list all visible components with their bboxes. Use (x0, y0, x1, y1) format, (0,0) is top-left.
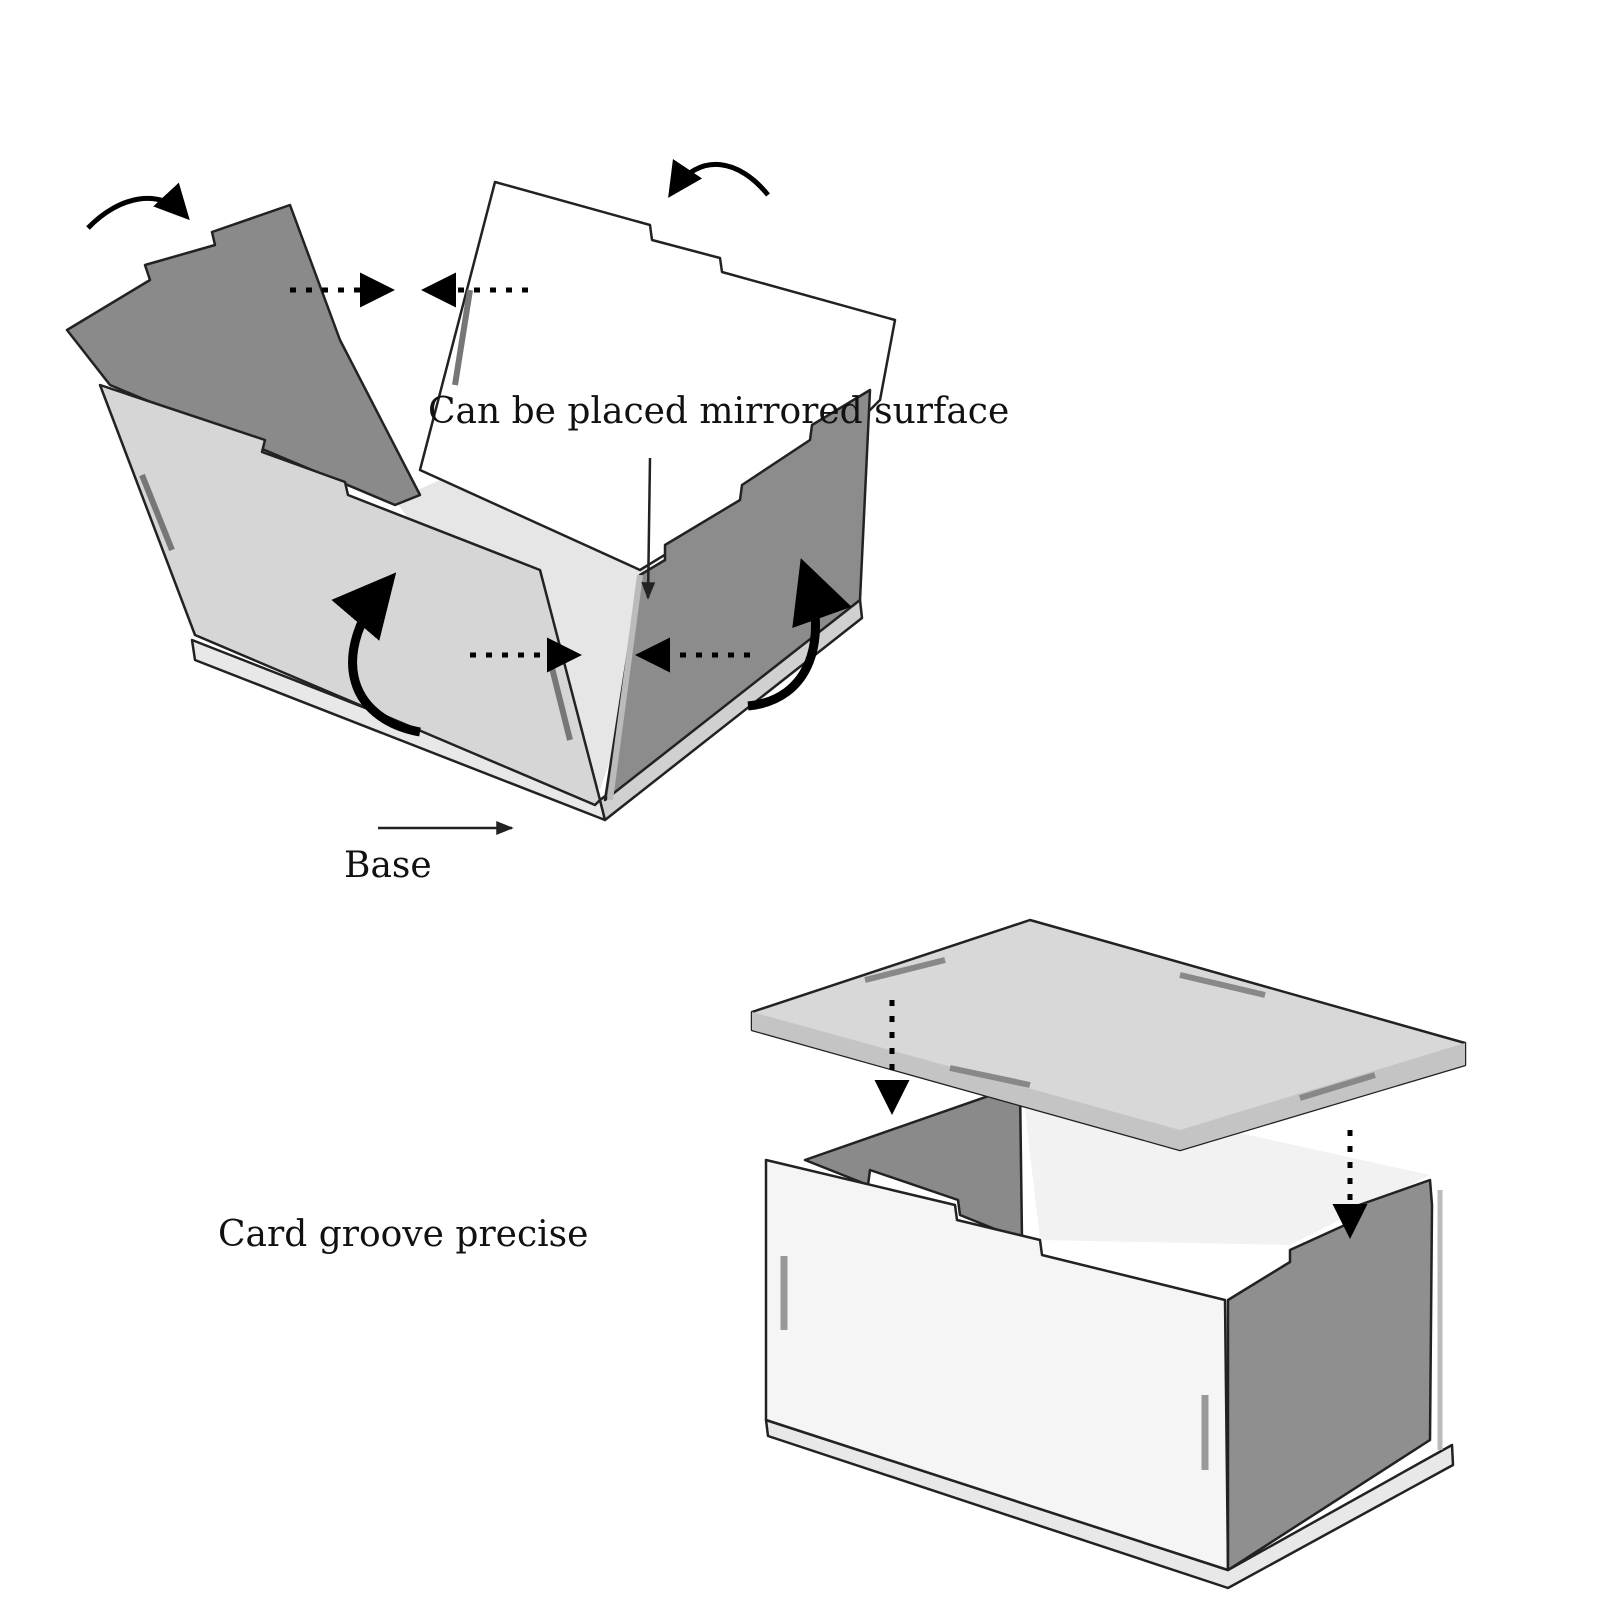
curved-arrow-icon (668, 158, 770, 198)
lid-slot (1299, 1072, 1376, 1101)
curved-arrow-icon (747, 558, 852, 711)
open-box-illustration (65, 180, 897, 822)
lid-slot (864, 957, 946, 983)
back-right-slot (452, 289, 473, 386)
card-groove-label: Card groove precise (218, 1214, 589, 1255)
lid-slot (1179, 972, 1266, 998)
inner-back-wall (803, 1083, 1024, 1242)
lid-slot (949, 1065, 1031, 1088)
pointer-arrow-icon (641, 457, 656, 600)
front-left-slot (139, 473, 175, 552)
front-right-panel (603, 388, 872, 802)
assembled-box-illustration (750, 918, 1467, 1590)
front-right-edge (607, 574, 643, 801)
base-label: Base (344, 845, 432, 886)
right-wall (1226, 1178, 1434, 1572)
front-left-slot-2 (547, 659, 573, 741)
curved-arrow-icon (331, 572, 421, 737)
front-wall (764, 1158, 1230, 1572)
curved-arrow-icon (86, 182, 190, 230)
mirrored-surface-label: Can be placed mirrored surface (428, 391, 1010, 432)
lid-edge (752, 1012, 1465, 1150)
